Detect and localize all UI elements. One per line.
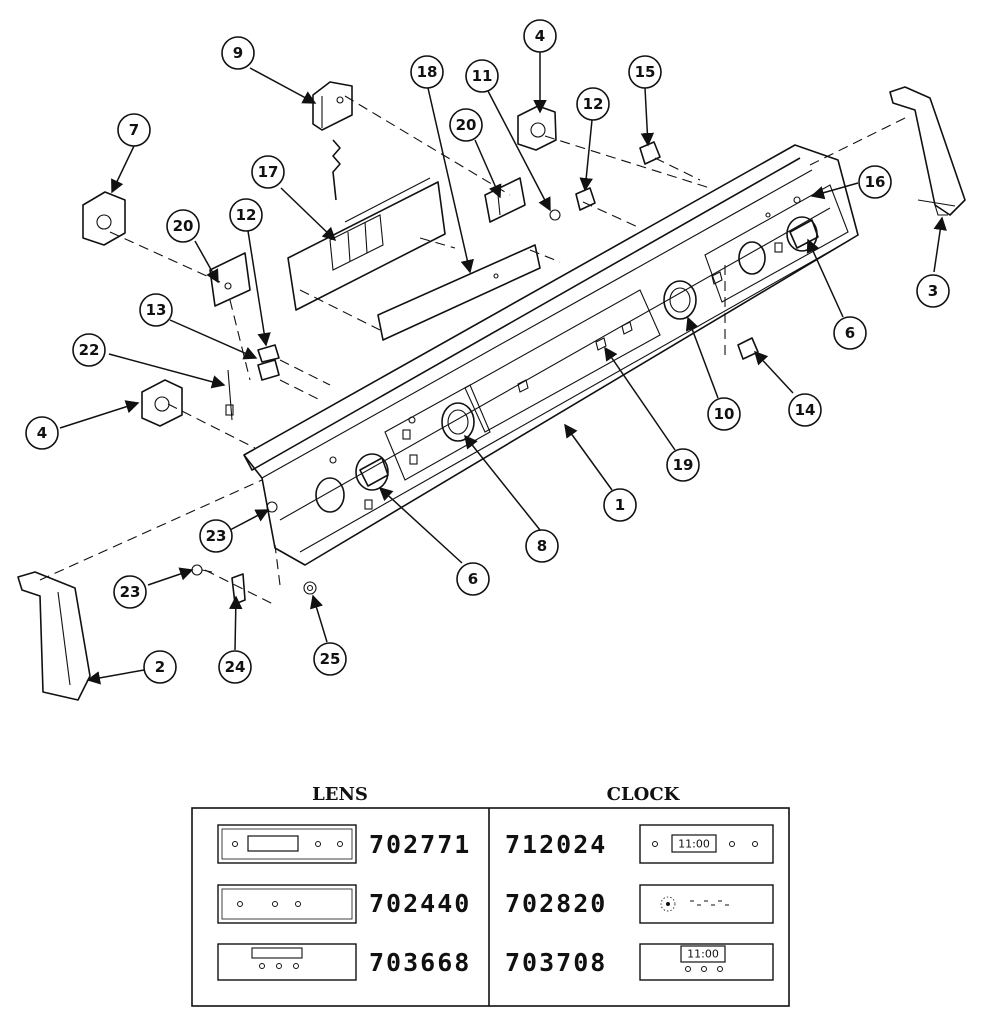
svg-text:4: 4: [37, 424, 47, 442]
callout-8: 8: [525, 529, 559, 563]
rod-22: [225, 369, 234, 421]
svg-text:16: 16: [865, 173, 886, 191]
svg-text:2: 2: [155, 658, 165, 676]
callout-24: 24: [218, 650, 252, 684]
svg-text:23: 23: [206, 527, 227, 545]
lens-illustration-1: [217, 824, 357, 864]
svg-text:24: 24: [225, 658, 246, 676]
bracket-20-left: [209, 252, 251, 307]
end-cap-left: [17, 571, 91, 701]
callout-16: 16: [858, 165, 892, 199]
clock-part-number-3: 703708: [505, 948, 607, 977]
lens-part-number-1: 702771: [369, 830, 471, 859]
svg-text:14: 14: [795, 401, 816, 419]
reference-table: LENS CLOCK 702771 702440: [191, 784, 790, 1007]
svg-text:15: 15: [635, 63, 656, 81]
svg-text:1: 1: [615, 496, 625, 514]
svg-text:7: 7: [129, 121, 139, 139]
callout-7: 7: [117, 113, 151, 147]
callout-17: 17: [251, 155, 285, 189]
svg-text:10: 10: [714, 405, 735, 423]
lens-header: LENS: [312, 784, 368, 805]
callout-14: 14: [788, 393, 822, 427]
clock-illustration-1: [639, 824, 774, 864]
callout-leaders: [59, 52, 947, 685]
callout-23-lower: 23: [113, 575, 147, 609]
switch-4-left: [141, 379, 183, 427]
knob-left: [315, 453, 389, 513]
callout-23-upper: 23: [199, 519, 233, 553]
callout-2: 2: [143, 650, 177, 684]
callout-4-left: 4: [25, 416, 59, 450]
svg-text:22: 22: [79, 341, 100, 359]
clip-15: [639, 141, 661, 165]
callout-25: 25: [313, 642, 347, 676]
callout-9: 9: [221, 36, 255, 70]
callout-markers: 9 18 11 4 12 15 7 20 17 20 12 16 13 22 3…: [25, 19, 950, 684]
callout-10: 10: [707, 397, 741, 431]
clock-part-number-1: 712024: [505, 830, 607, 859]
lens-illustration-2: [217, 884, 357, 924]
svg-text:20: 20: [456, 116, 477, 134]
knob-right: [738, 216, 819, 275]
switch-4-top: [517, 105, 557, 151]
lens-18: [377, 244, 541, 341]
screws: [191, 501, 317, 605]
clip-14: [737, 337, 759, 360]
control-panel: [243, 144, 859, 566]
clock-header: CLOCK: [607, 784, 681, 805]
lens-part-number-3: 703668: [369, 948, 471, 977]
knob-center: [441, 402, 475, 442]
callout-3: 3: [916, 274, 950, 308]
callout-18: 18: [410, 55, 444, 89]
timer-17: [287, 177, 446, 311]
assembly-leaders: [39, 95, 906, 606]
svg-text:13: 13: [146, 301, 167, 319]
callout-11: 11: [465, 59, 499, 93]
svg-text:12: 12: [236, 206, 257, 224]
svg-text:6: 6: [845, 324, 855, 342]
svg-text:12: 12: [583, 95, 604, 113]
clock-illustration-3: [639, 943, 774, 981]
svg-text:9: 9: [233, 44, 243, 62]
clock-illustration-2: [639, 884, 774, 924]
callout-22: 22: [72, 333, 106, 367]
callout-12-top: 12: [576, 87, 610, 121]
clip-12-left: [257, 344, 280, 381]
callout-1: 1: [603, 488, 637, 522]
callout-12-left: 12: [229, 198, 263, 232]
svg-text:18: 18: [417, 63, 438, 81]
svg-text:20: 20: [173, 217, 194, 235]
lens-part-number-2: 702440: [369, 889, 471, 918]
clock-part-number-2: 702820: [505, 889, 607, 918]
callout-4-top: 4: [523, 19, 557, 53]
callout-13: 13: [139, 293, 173, 327]
switch-7: [82, 191, 126, 246]
svg-text:6: 6: [468, 570, 478, 588]
svg-text:11: 11: [472, 67, 493, 85]
svg-text:8: 8: [537, 537, 547, 555]
svg-text:3: 3: [928, 282, 938, 300]
knob-right-center: [663, 280, 697, 320]
callout-6-left: 6: [456, 562, 490, 596]
callout-6-right: 6: [833, 316, 867, 350]
svg-text:25: 25: [320, 650, 341, 668]
callout-15: 15: [628, 55, 662, 89]
bracket-20-right: [484, 177, 561, 223]
clock-display-1: 11:00: [678, 838, 710, 851]
clip-12-top: [575, 187, 596, 211]
svg-text:23: 23: [120, 583, 141, 601]
lens-illustration-3: [217, 943, 357, 981]
table-frame: [191, 807, 790, 1007]
svg-text:4: 4: [535, 27, 545, 45]
callout-19: 19: [666, 448, 700, 482]
clock-display-3: 11:00: [687, 948, 719, 961]
end-cap-right: [889, 86, 966, 216]
callout-20-right: 20: [449, 108, 483, 142]
svg-text:19: 19: [673, 456, 694, 474]
bracket-9: [312, 81, 353, 201]
callout-20-left: 20: [166, 209, 200, 243]
svg-text:17: 17: [258, 163, 279, 181]
